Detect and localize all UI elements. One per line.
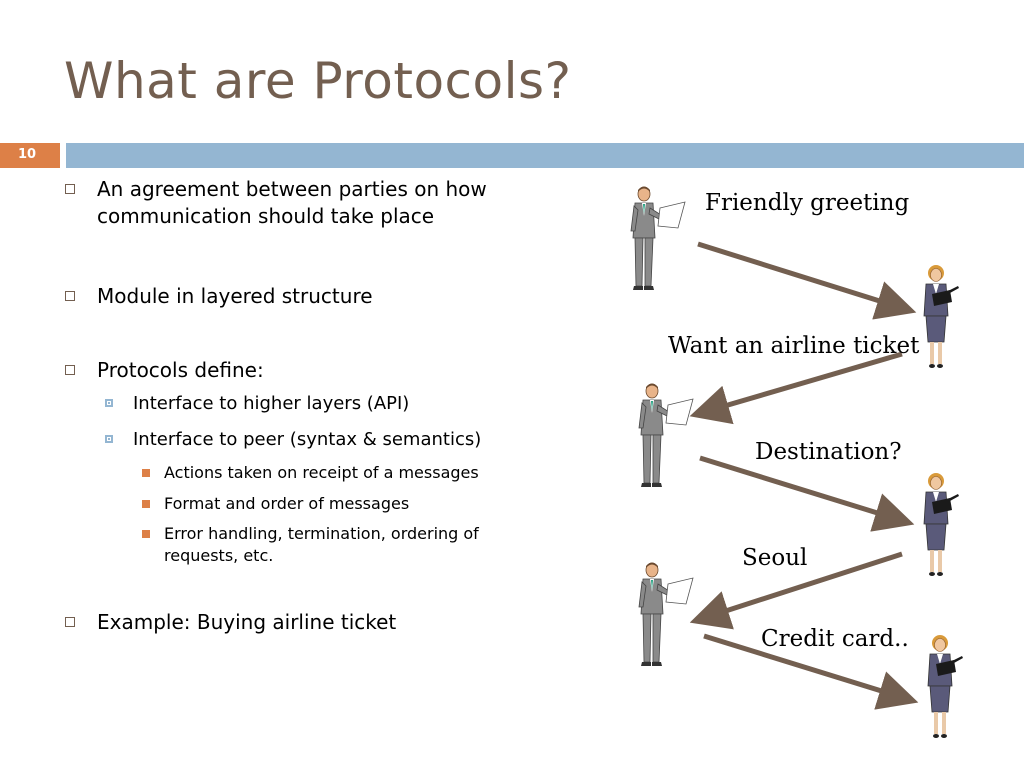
- sub-sub-bullet-text: Error handling, termination, ordering of…: [164, 524, 479, 565]
- man-figure: [638, 562, 694, 667]
- sub-bullet-item: Interface to peer (syntax & semantics): [105, 429, 482, 451]
- square-bullet-icon: [142, 469, 150, 477]
- sub-sub-bullet-item: Format and order of messages: [142, 493, 524, 515]
- woman-figure: [923, 472, 960, 577]
- square-bullet-icon: [65, 365, 75, 375]
- sub-bullet-text: Interface to higher layers (API): [133, 393, 410, 414]
- square-bullet-icon: [142, 530, 150, 538]
- square-bullet-icon: [65, 617, 75, 627]
- square-bullet-icon: [65, 291, 75, 301]
- bullet-text: Example: Buying airline ticket: [97, 610, 397, 634]
- sub-bullet-item: Interface to higher layers (API): [105, 393, 410, 415]
- sub-sub-bullet-text: Format and order of messages: [164, 494, 410, 513]
- square-bullet-icon: [105, 435, 113, 443]
- message-label: Destination?: [755, 439, 902, 465]
- woman-figure: [923, 264, 960, 369]
- arrow-left: [689, 351, 903, 425]
- bullet-text: Protocols define:: [97, 358, 264, 382]
- woman-figure: [927, 634, 964, 739]
- man-figure: [630, 186, 686, 291]
- sub-bullet-text: Interface to peer (syntax & semantics): [133, 429, 482, 450]
- man-figure: [638, 383, 694, 488]
- bullet-text: Module in layered structure: [97, 284, 373, 308]
- slide-number: 10: [18, 147, 37, 162]
- arrow-right: [699, 455, 915, 532]
- square-bullet-icon: [65, 184, 75, 194]
- message-label: Credit card..: [761, 626, 909, 652]
- square-bullet-icon: [142, 500, 150, 508]
- slide-title: What are Protocols?: [64, 52, 572, 110]
- sub-sub-bullet-item: Error handling, termination, ordering of…: [142, 523, 524, 567]
- arrow-right: [697, 241, 917, 320]
- slide-number-badge: 10: [0, 143, 60, 168]
- square-bullet-icon: [105, 399, 113, 407]
- arrow-left: [689, 551, 903, 630]
- title-accent-bar: [66, 143, 1024, 168]
- bullet-text: An agreement between parties on how comm…: [97, 177, 487, 228]
- arrow-right: [703, 633, 919, 710]
- protocol-exchange-diagram: [630, 186, 964, 739]
- sub-sub-bullet-text: Actions taken on receipt of a messages: [164, 463, 479, 482]
- message-label: Seoul: [742, 545, 808, 571]
- message-label: Want an airline ticket: [668, 333, 920, 359]
- sub-sub-bullet-item: Actions taken on receipt of a messages: [142, 462, 524, 484]
- message-label: Friendly greeting: [705, 190, 910, 216]
